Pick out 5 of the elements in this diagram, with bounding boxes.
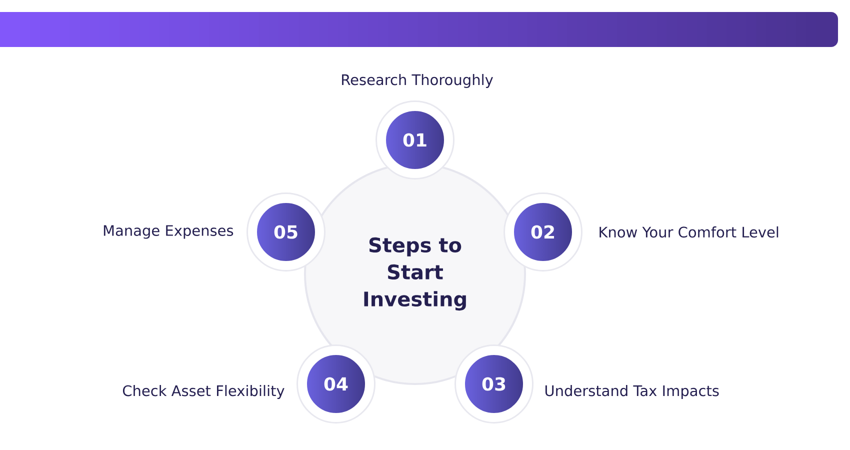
step-label: Check Asset Flexibility [122,384,284,400]
step-label: Know Your Comfort Level [600,226,778,238]
step-label: Manage Expenses [104,225,234,239]
step-label: Understand Tax Impacts [545,384,719,400]
step-label: Research Thoroughly [342,74,493,88]
